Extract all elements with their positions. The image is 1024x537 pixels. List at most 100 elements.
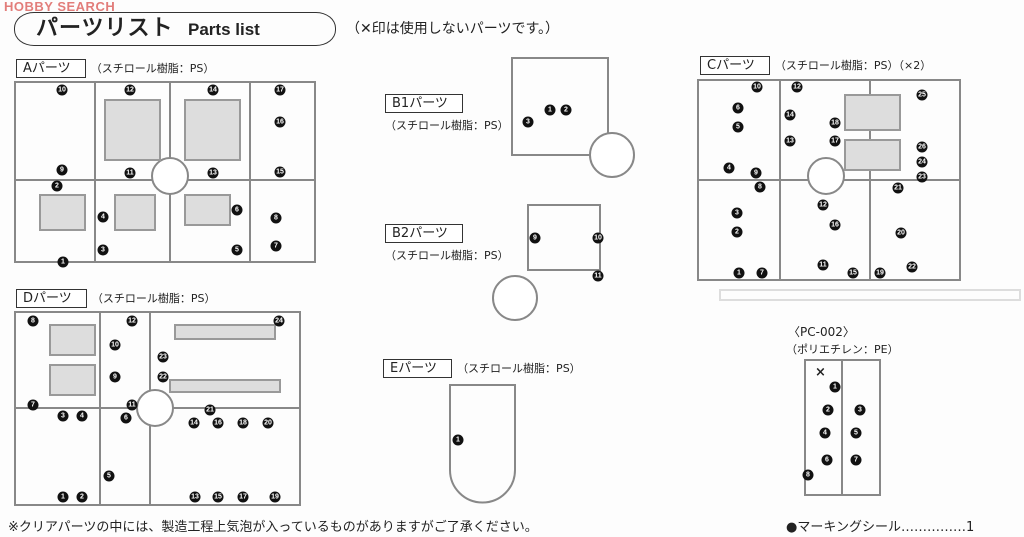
- part-number-badge: 13: [189, 491, 201, 503]
- part-number-badge: 4: [723, 162, 735, 174]
- part-number-badge: 11: [124, 167, 136, 179]
- part-number-badge: 24: [273, 315, 285, 327]
- part-number-badge: 10: [56, 84, 68, 96]
- material: （スチロール樹脂：PS）: [457, 362, 581, 375]
- part-number-badge: 7: [756, 267, 768, 279]
- part-number-badge: 2: [560, 104, 572, 116]
- sprue-c-header: Cパーツ （スチロール樹脂：PS）（×2）: [700, 54, 932, 75]
- part-number-badge: 1: [829, 381, 841, 393]
- part-number-badge: 7: [270, 240, 282, 252]
- part-number-badge: 9: [109, 371, 121, 383]
- part-number-badge: 17: [274, 84, 286, 96]
- sprue-e: [449, 384, 516, 504]
- part-number-badge: 16: [829, 219, 841, 231]
- part-number-badge: 13: [784, 135, 796, 147]
- part-number-badge: 4: [76, 410, 88, 422]
- part-number-badge: 3: [854, 404, 866, 416]
- part-number-badge: 4: [819, 427, 831, 439]
- part-number-badge: 14: [188, 417, 200, 429]
- material: （スチロール樹脂：PS）: [90, 62, 215, 75]
- clear-parts-note: ※クリアパーツの中には、製造工程上気泡が入っているものがありますがご了承ください…: [8, 520, 538, 535]
- part-number-badge: 5: [732, 121, 744, 133]
- material: （スチロール樹脂：PS）（×2）: [774, 59, 932, 72]
- part-number-badge: 2: [822, 404, 834, 416]
- material: （スチロール樹脂：PS）: [91, 292, 216, 305]
- part-number-badge: 17: [829, 135, 841, 147]
- part-number-badge: 12: [817, 199, 829, 211]
- sprue-label: Dパーツ: [16, 289, 87, 308]
- part-number-badge: 3: [57, 410, 69, 422]
- sprue-b2: [492, 204, 601, 321]
- part-number-badge: 3: [522, 116, 534, 128]
- part-number-badge: 8: [27, 315, 39, 327]
- part-number-badge: 21: [204, 404, 216, 416]
- part-number-badge: 22: [157, 371, 169, 383]
- part-number-badge: 12: [124, 84, 136, 96]
- page-title: パーツリスト: [36, 16, 174, 41]
- part-number-badge: 1: [544, 104, 556, 116]
- part-number-badge: 18: [829, 117, 841, 129]
- part-number-badge: 18: [237, 417, 249, 429]
- part-number-badge: 8: [754, 181, 766, 193]
- part-number-badge: 6: [821, 454, 833, 466]
- part-number-badge: 16: [274, 116, 286, 128]
- material: （スチロール樹脂：PS）: [385, 249, 509, 262]
- sprue-label: Eパーツ: [383, 359, 452, 378]
- part-number-badge: 26: [916, 141, 928, 153]
- part-number-badge: 2: [76, 491, 88, 503]
- part-number-badge: 9: [56, 164, 68, 176]
- part-number-badge: 10: [109, 339, 121, 351]
- unused-mark: ×: [815, 365, 826, 380]
- part-number-badge: 2: [51, 180, 63, 192]
- sprue-e-header: Eパーツ （スチロール樹脂：PS）: [383, 357, 581, 378]
- part-number-badge: 10: [592, 232, 604, 244]
- part-number-badge: 12: [791, 81, 803, 93]
- part-number-badge: 13: [207, 167, 219, 179]
- sprue-b1-header: B1パーツ（スチロール樹脂：PS）: [385, 92, 509, 141]
- part-number-badge: 9: [529, 232, 541, 244]
- part-number-badge: 1: [57, 256, 69, 268]
- watermark: HOBBY SEARCH: [4, 0, 116, 14]
- part-number-badge: 5: [103, 470, 115, 482]
- part-number-badge: 8: [802, 469, 814, 481]
- part-number-badge: 19: [874, 267, 886, 279]
- material: （スチロール樹脂：PS）: [385, 119, 509, 132]
- part-number-badge: 3: [97, 244, 109, 256]
- part-number-badge: 1: [733, 267, 745, 279]
- part-number-badge: 23: [916, 171, 928, 183]
- part-number-badge: 3: [731, 207, 743, 219]
- part-number-badge: 14: [784, 109, 796, 121]
- title-frame: [14, 12, 336, 46]
- part-number-badge: 15: [847, 267, 859, 279]
- part-number-badge: 11: [592, 270, 604, 282]
- part-number-badge: 1: [57, 491, 69, 503]
- pc002-material: （ポリエチレン：PE）: [786, 343, 899, 356]
- sprue-a: [14, 81, 316, 263]
- part-number-badge: 19: [269, 491, 281, 503]
- part-number-badge: 1: [452, 434, 464, 446]
- part-number-badge: 25: [916, 89, 928, 101]
- sprue-d: [14, 311, 301, 506]
- part-number-badge: 6: [732, 102, 744, 114]
- marking-seal-count: ●マーキングシール……………1: [786, 520, 975, 535]
- sprue-d-header: Dパーツ （スチロール樹脂：PS）: [16, 287, 216, 308]
- part-number-badge: 22: [906, 261, 918, 273]
- part-number-badge: 24: [916, 156, 928, 168]
- part-number-badge: 15: [212, 491, 224, 503]
- sprue-label: Cパーツ: [700, 56, 770, 75]
- part-number-badge: 15: [274, 166, 286, 178]
- part-number-badge: 23: [157, 351, 169, 363]
- part-number-badge: 20: [262, 417, 274, 429]
- sprue-label: Aパーツ: [16, 59, 86, 78]
- part-number-badge: 11: [817, 259, 829, 271]
- part-number-badge: 14: [207, 84, 219, 96]
- part-number-badge: 7: [850, 454, 862, 466]
- part-number-badge: 5: [231, 244, 243, 256]
- part-number-badge: 7: [27, 399, 39, 411]
- part-number-badge: 21: [892, 182, 904, 194]
- sprue-a-header: Aパーツ （スチロール樹脂：PS）: [16, 57, 215, 78]
- part-number-badge: 5: [850, 427, 862, 439]
- sprue-pc002: [804, 359, 881, 496]
